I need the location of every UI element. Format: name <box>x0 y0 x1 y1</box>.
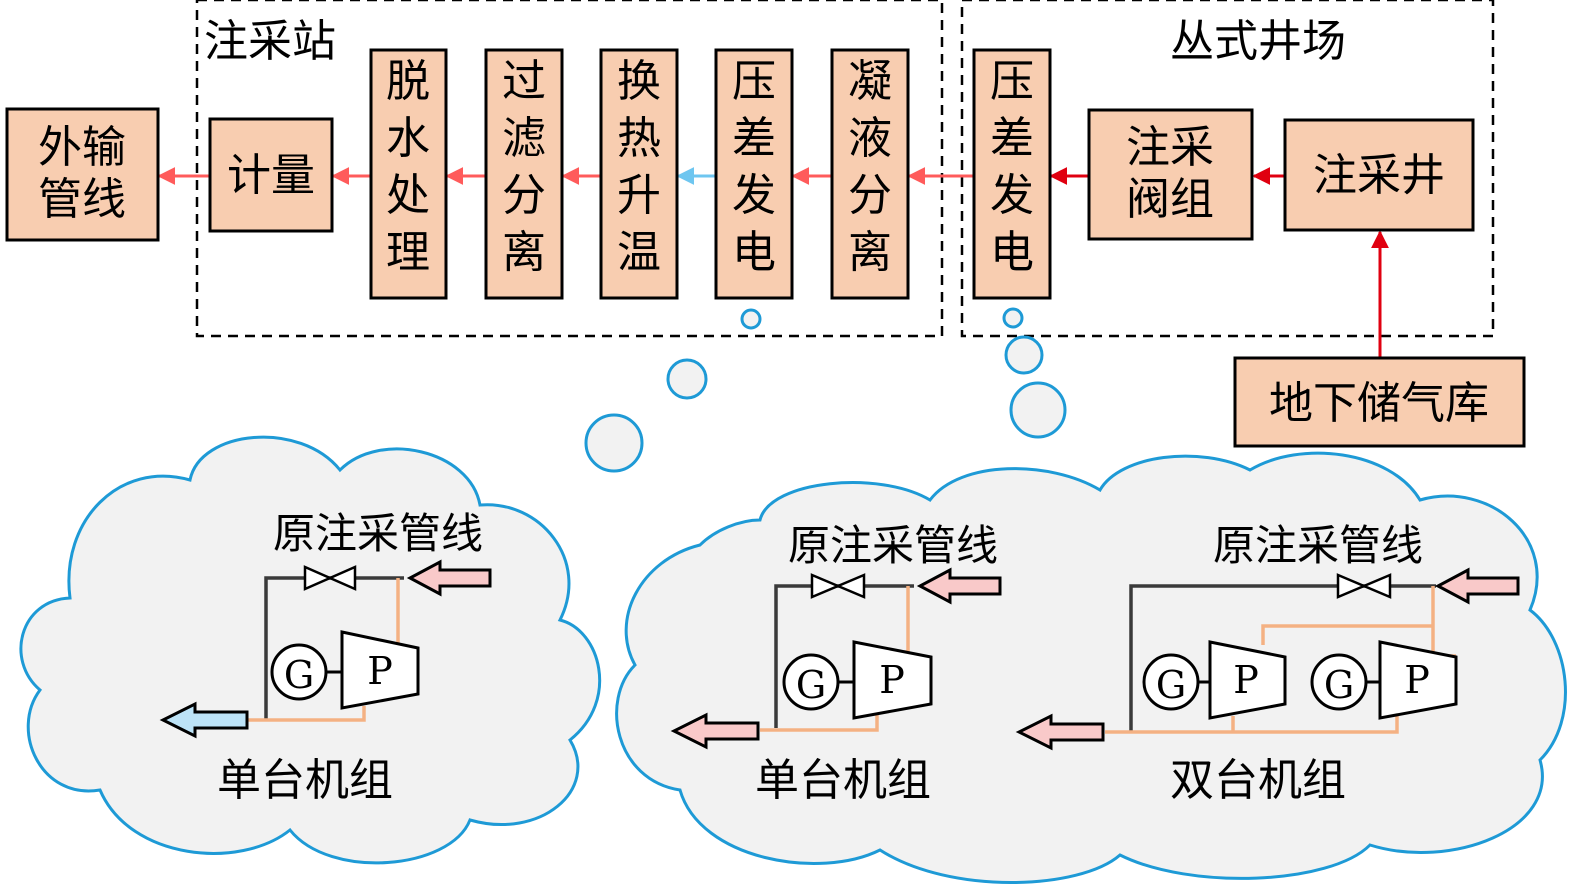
right-flow-in-arrow-icon <box>1434 567 1520 605</box>
svg-text:G: G <box>1156 663 1186 707</box>
left-flow-out-arrow-icon <box>159 701 249 739</box>
svg-text:P: P <box>367 649 393 693</box>
middle-unit-label: 单台机组 <box>755 755 931 806</box>
left-generator-icon: G <box>270 643 328 701</box>
right-expander-b-icon: P <box>1378 640 1458 720</box>
thought-bubbles-right <box>1002 307 1067 439</box>
middle-expander-icon: P <box>852 640 933 720</box>
export-pipeline-label: 外输管线 <box>38 122 126 225</box>
right-unit-label: 双台机组 <box>1170 755 1346 806</box>
dehydration-box: 脱水处理 <box>369 48 448 300</box>
left-pipeline-label: 原注采管线 <box>273 509 483 558</box>
middle-bypass-out <box>760 714 879 732</box>
left-expander-icon: P <box>340 630 420 710</box>
right-bypass-out <box>1105 716 1399 734</box>
svg-text:P: P <box>879 658 905 702</box>
heating-box: 换热升温 <box>599 48 679 300</box>
filtration-box: 过滤分离 <box>484 48 564 300</box>
dehydration-label: 脱水处理 <box>386 56 430 278</box>
condensate-separation-box: 凝液分离 <box>830 48 910 300</box>
wellsite-region <box>960 0 1495 338</box>
valve-group-label: 注采阀组 <box>1126 122 1214 225</box>
injection-well-label: 注采井 <box>1313 150 1445 201</box>
wellsite-title: 丛式井场 <box>1170 16 1346 67</box>
left-valve-icon <box>303 565 357 591</box>
filtration-label: 过滤分离 <box>502 56 546 278</box>
right-original-pipe <box>1129 584 1436 732</box>
svg-text:G: G <box>1324 663 1354 707</box>
right-valve-icon <box>1336 573 1392 599</box>
station-pressure-generation-label: 压差发电 <box>732 56 776 278</box>
right-detail: 原注采管线 G P G P 双台机组 <box>1015 521 1520 806</box>
heating-label: 换热升温 <box>617 56 661 278</box>
left-unit-label: 单台机组 <box>217 755 393 806</box>
middle-valve-icon <box>810 573 866 599</box>
svg-text:G: G <box>284 653 314 697</box>
storage-label: 地下储气库 <box>1269 378 1489 429</box>
condensate-separation-label: 凝液分离 <box>848 56 892 278</box>
left-original-pipe <box>264 576 404 720</box>
wellsite-pressure-generation-box: 压差发电 <box>972 48 1052 300</box>
middle-flow-in-arrow-icon <box>916 567 1002 605</box>
svg-text:P: P <box>1404 658 1430 702</box>
metering-box: 计量 <box>208 117 334 233</box>
left-bypass-out <box>248 706 366 722</box>
right-expander-a-icon: P <box>1208 640 1287 720</box>
right-generator-b-icon: G <box>1310 653 1368 711</box>
middle-pipeline-label: 原注采管线 <box>788 521 998 570</box>
right-generator-a-icon: G <box>1142 653 1200 711</box>
station-pressure-generation-box: 压差发电 <box>714 48 794 300</box>
injection-well-box: 注采井 <box>1283 118 1475 232</box>
svg-text:P: P <box>1233 658 1259 702</box>
wellsite-pressure-generation-label: 压差发电 <box>990 56 1034 278</box>
left-flow-in-arrow-icon <box>406 559 492 597</box>
svg-text:G: G <box>796 663 826 707</box>
right-bypass-in-a <box>1261 624 1433 645</box>
export-pipeline-box: 外输管线 <box>5 107 160 242</box>
station-region <box>195 0 944 338</box>
station-title: 注采站 <box>204 16 336 67</box>
storage-box: 地下储气库 <box>1233 356 1526 448</box>
thought-bubbles-left <box>584 308 762 473</box>
middle-flow-out-arrow-icon <box>670 712 760 750</box>
metering-label: 计量 <box>227 150 315 201</box>
middle-generator-icon: G <box>782 653 840 711</box>
middle-original-pipe <box>774 584 914 728</box>
right-cloud <box>615 451 1567 884</box>
right-flow-out-arrow-icon <box>1015 713 1105 751</box>
left-detail: 原注采管线 G P 单台机组 <box>159 509 492 806</box>
right-pipeline-label: 原注采管线 <box>1213 521 1423 570</box>
middle-detail: 原注采管线 G P 单台机组 <box>670 521 1002 806</box>
valve-group-box: 注采阀组 <box>1087 108 1254 241</box>
